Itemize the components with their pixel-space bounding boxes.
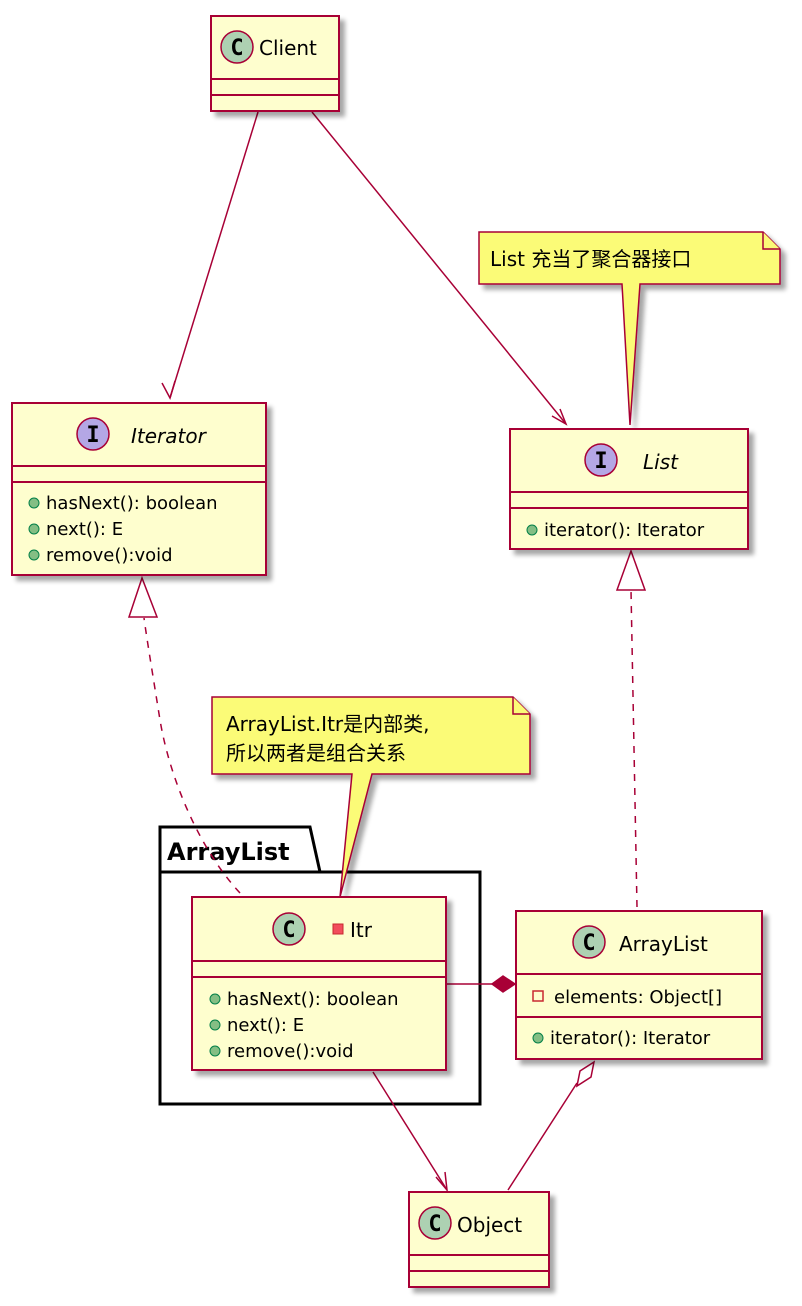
svg-text:C: C [282,918,295,943]
class-object: C Object [408,1191,550,1288]
note-text-line-1: ArrayList.Itr是内部类, [226,712,430,736]
note-text: List 充当了聚合器接口 [490,247,691,271]
class-icon [272,912,306,946]
edge-itr-implements-iterator [143,617,241,894]
interface-icon [584,443,618,477]
interface-icon [76,417,110,451]
method: next(): E [46,519,123,540]
class-icon [572,925,606,959]
interface-name: Iterator [131,424,208,448]
public-icon [28,497,40,509]
svg-text:C: C [582,931,595,956]
edge-client-iterator [169,111,259,399]
svg-text:C: C [428,1212,441,1237]
note-fold-icon [762,232,780,250]
class-client: C Client [210,15,340,112]
note-shape [478,231,781,426]
note-list: List 充当了聚合器接口 [478,231,781,426]
method: hasNext(): boolean [227,989,399,1010]
method: remove():void [46,545,173,566]
method: remove():void [227,1041,354,1062]
class-icon [220,30,254,64]
method-list: hasNext(): boolean next(): E remove():vo… [28,493,218,566]
svg-text:I: I [86,423,99,448]
method: hasNext(): boolean [46,493,218,514]
public-icon [28,523,40,535]
svg-text:I: I [594,449,607,474]
edge-aggregation [507,1082,578,1191]
public-icon [28,549,40,561]
svg-text:C: C [230,36,243,61]
interface-name: List [643,450,679,474]
private-field-icon [532,990,544,1002]
public-icon [209,1019,221,1031]
note-itr: ArrayList.Itr是内部类, 所以两者是组合关系 [211,696,531,898]
edge-arraylist-implements-list [630,589,638,908]
composition-diamond-icon [490,975,517,993]
class-icon [418,1206,452,1240]
arrowhead-icon [161,380,176,400]
arrowhead-icon [551,408,568,426]
aggregation-diamond-icon [575,1060,596,1088]
method-list: hasNext(): boolean next(): E remove():vo… [209,989,399,1062]
private-icon [332,923,344,935]
method: iterator(): Iterator [544,520,705,541]
public-icon [209,1045,221,1057]
realization-triangle-icon [615,548,647,591]
class-arraylist: C ArrayList elements: Object[] iterator(… [515,910,763,1060]
arrowhead-icon [435,1171,449,1193]
class-name: Itr [350,918,373,942]
edge-itr-object [372,1071,448,1191]
note-fold-icon [512,697,530,715]
interface-list: I List iterator(): Iterator [509,428,749,550]
relations [127,111,647,1193]
field: elements: Object[] [554,987,722,1008]
realization-triangle-icon [127,575,159,618]
note-text-line-2: 所以两者是组合关系 [226,741,406,765]
public-icon [209,993,221,1005]
public-icon [526,524,538,536]
class-name: Object [457,1213,522,1237]
class-name: ArrayList [619,932,708,956]
method: next(): E [227,1015,304,1036]
class-itr: C Itr hasNext(): boolean next(): E remov… [191,896,447,1071]
package-label: ArrayList [167,838,290,866]
method: iterator(): Iterator [550,1028,711,1049]
interface-iterator: I Iterator hasNext(): boolean next(): E … [11,402,267,576]
public-icon [532,1032,544,1044]
edge-client-list [311,111,567,425]
class-name: Client [259,36,317,60]
